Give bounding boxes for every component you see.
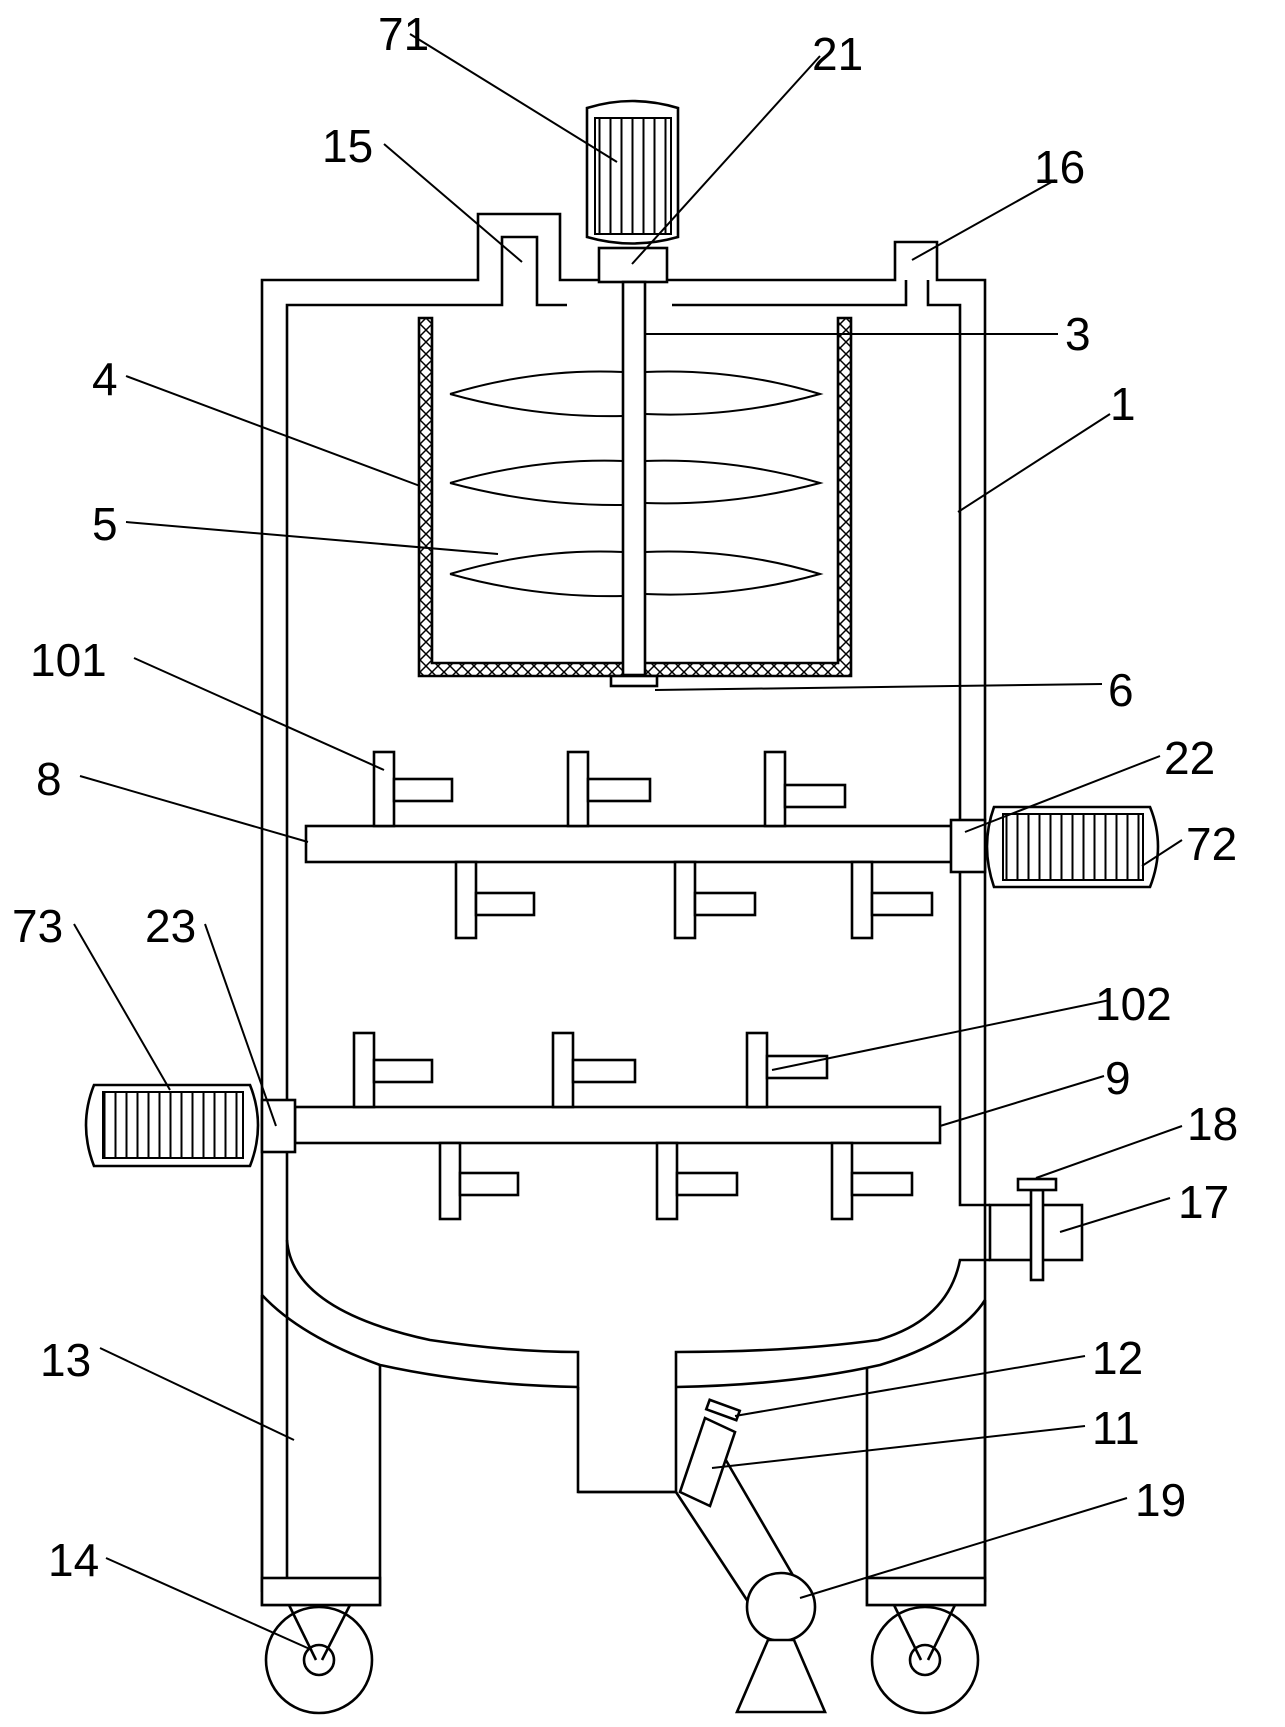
label-11: 11 [1092, 1402, 1140, 1454]
label-3: 3 [1065, 308, 1091, 360]
part-labels: 71 21 15 16 3 1 4 5 101 6 22 8 72 73 23 … [12, 8, 1238, 1586]
left-coupling [260, 1098, 297, 1154]
right-motor [985, 805, 1160, 889]
label-17: 17 [1178, 1176, 1229, 1228]
label-19: 19 [1135, 1474, 1186, 1526]
stirring-shaft [621, 280, 647, 677]
left-motor [84, 1083, 260, 1168]
lower-roller [293, 1105, 942, 1145]
label-13: 13 [40, 1334, 91, 1386]
label-4: 4 [92, 353, 118, 405]
lower-roller-blades [352, 1031, 914, 1221]
right-coupling [949, 818, 987, 874]
label-8: 8 [36, 753, 62, 805]
top-motor [585, 99, 680, 245]
label-14: 14 [48, 1534, 99, 1586]
label-15: 15 [322, 120, 373, 172]
label-5: 5 [92, 498, 118, 550]
label-101: 101 [30, 634, 107, 686]
label-102: 102 [1095, 978, 1172, 1030]
label-21: 21 [812, 28, 863, 80]
label-12: 12 [1092, 1332, 1143, 1384]
label-22: 22 [1164, 732, 1215, 784]
leg-left [260, 1295, 382, 1607]
label-9: 9 [1105, 1052, 1131, 1104]
side-valve [1016, 1177, 1058, 1282]
label-1: 1 [1110, 378, 1136, 430]
label-16: 16 [1034, 141, 1085, 193]
leader-lines [73, 33, 1183, 1651]
stirrer-blades [449, 370, 824, 598]
upper-roller [304, 824, 960, 864]
shaft-bearing [609, 674, 659, 688]
label-23: 23 [145, 900, 196, 952]
label-6: 6 [1108, 664, 1134, 716]
leg-right [865, 1300, 987, 1607]
wheel-right [870, 1604, 980, 1715]
label-73: 73 [12, 900, 63, 952]
label-71: 71 [378, 8, 429, 60]
wheel-left [264, 1604, 374, 1715]
discharge-valve [704, 1398, 742, 1422]
top-coupling [597, 246, 669, 284]
discharge-pump [735, 1571, 827, 1714]
upper-roller-blades [372, 750, 934, 940]
filter-basket [417, 316, 853, 678]
label-18: 18 [1187, 1098, 1238, 1150]
label-72: 72 [1186, 818, 1237, 870]
